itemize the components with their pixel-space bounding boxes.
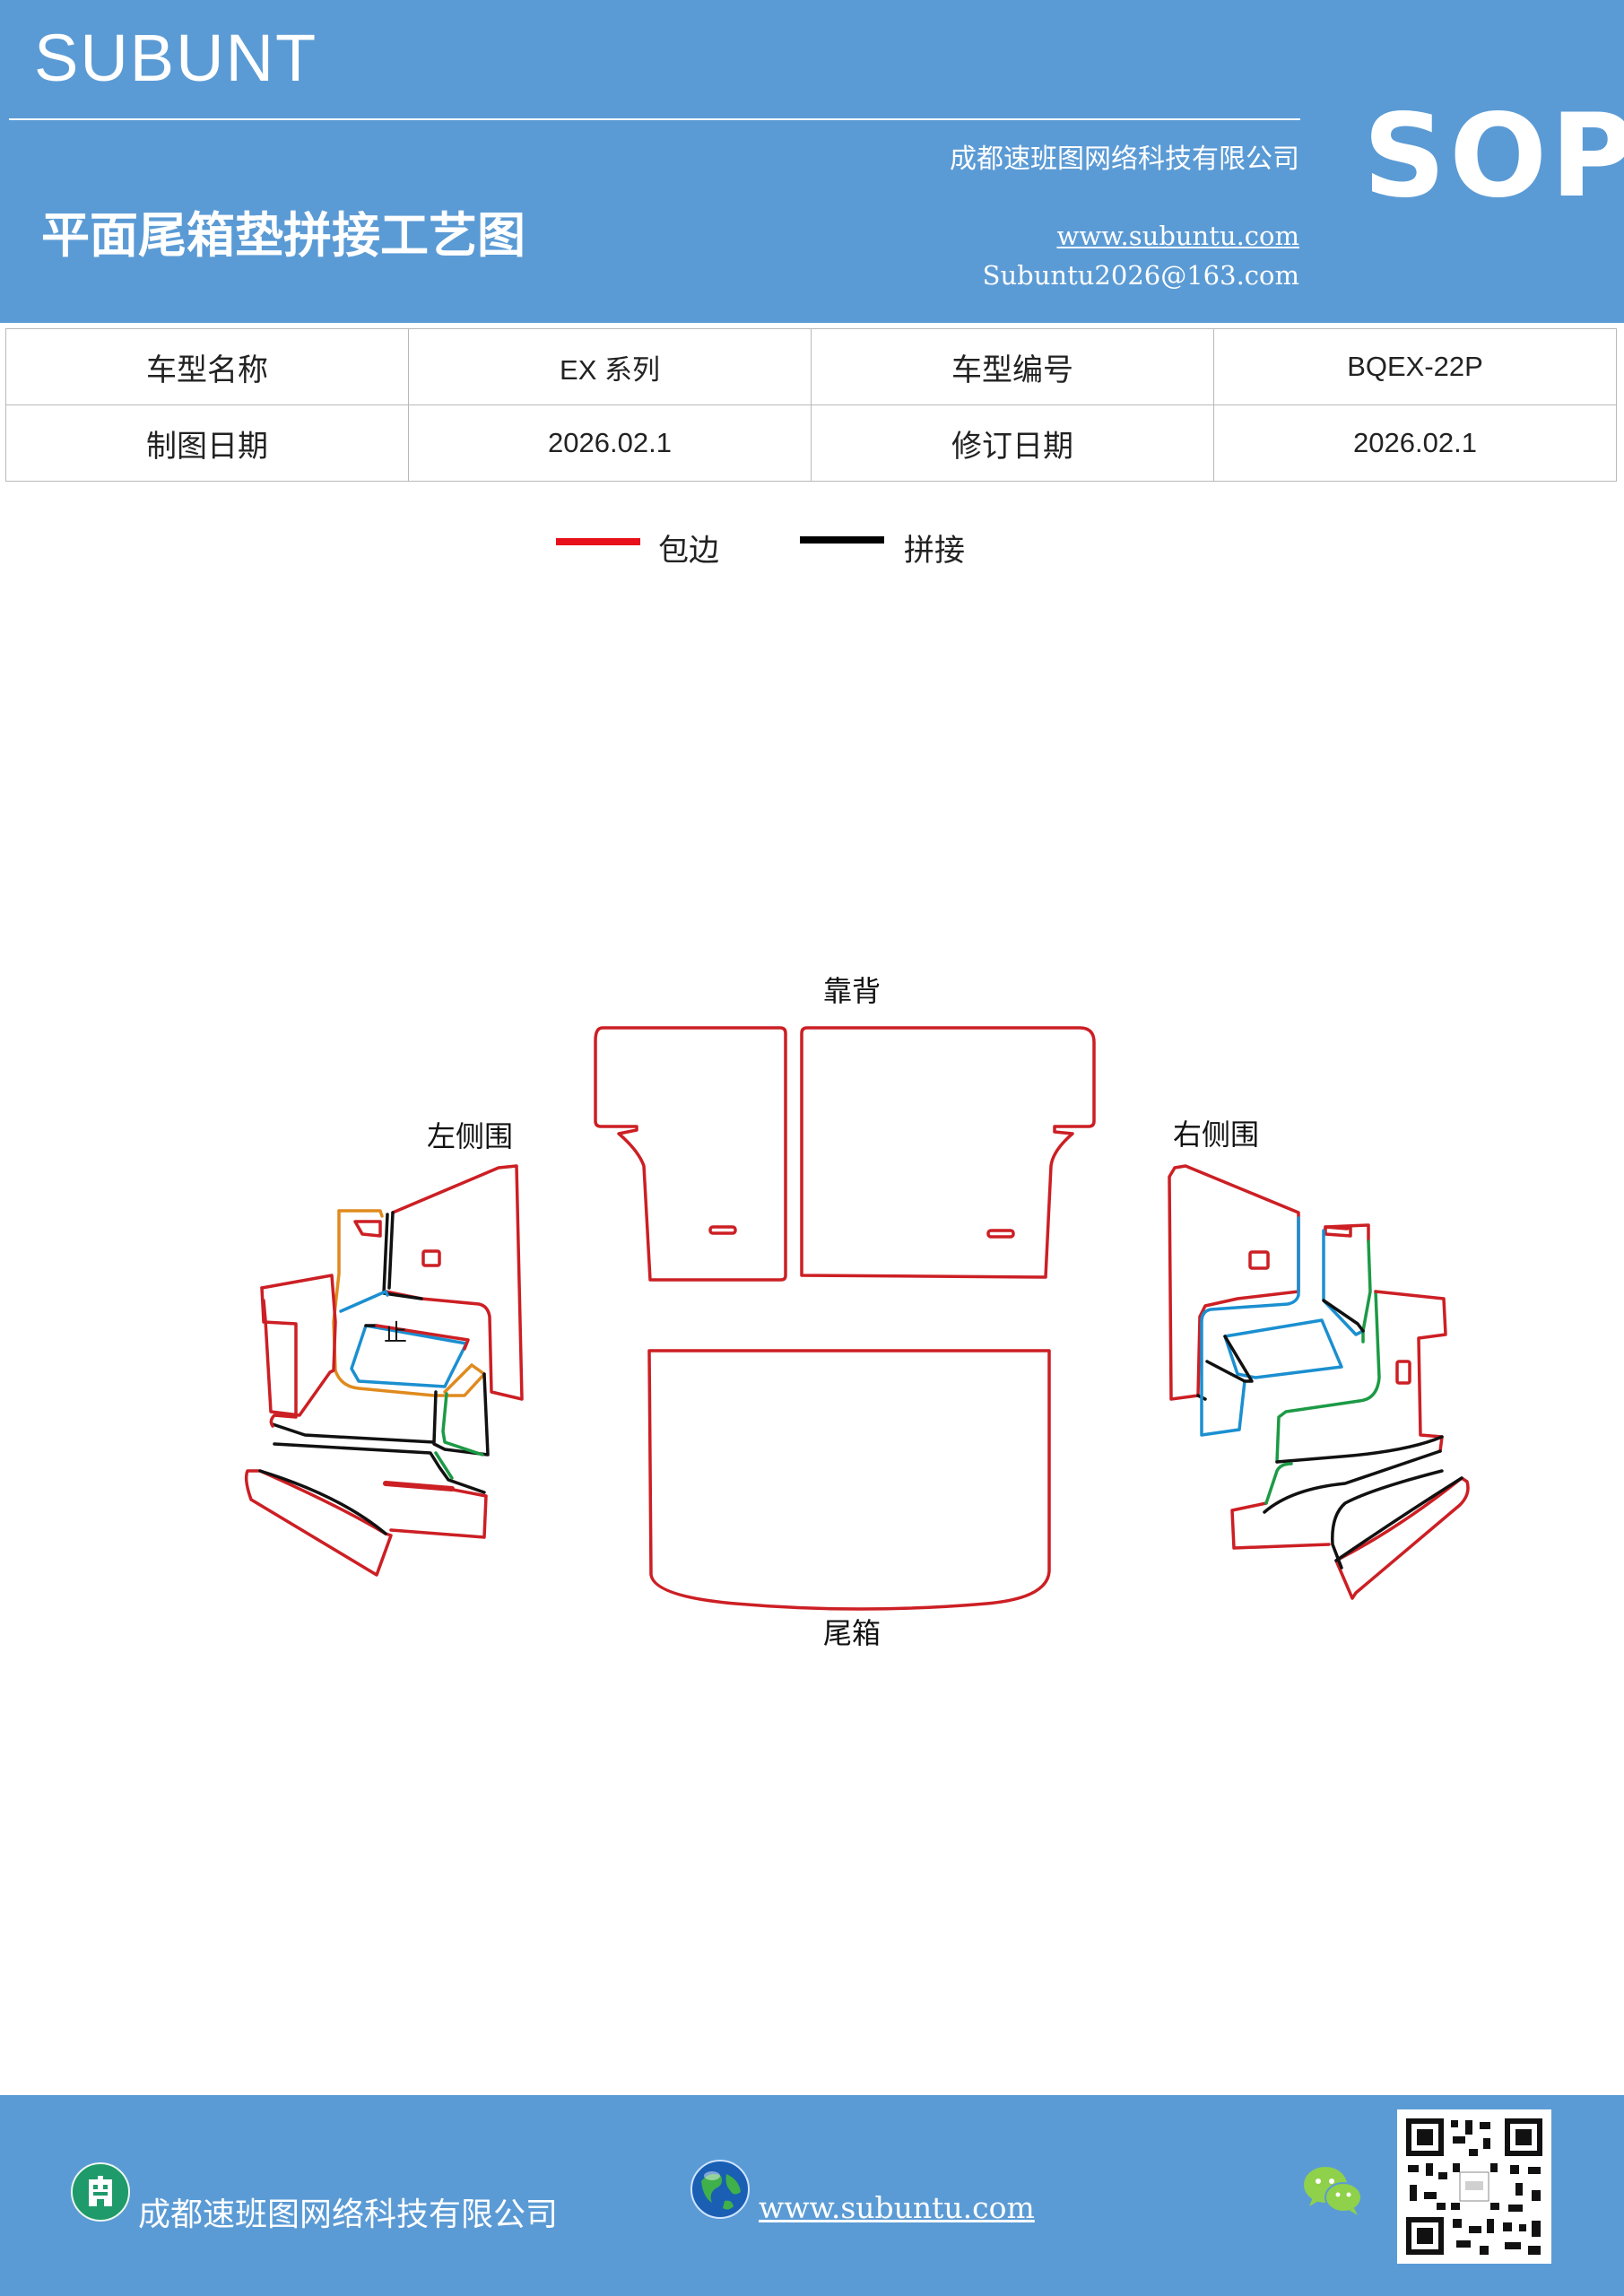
legend-label-edge: 包边 (658, 533, 719, 569)
label-backrest: 靠背 (823, 974, 881, 1008)
right-green-2 (1275, 1290, 1381, 1464)
right-seam-5 (1334, 1476, 1463, 1562)
label-mark: 止 (384, 1320, 408, 1347)
left-seam-3 (271, 1390, 438, 1444)
left-inner-blue (350, 1324, 468, 1388)
trunk-floor-piece (647, 1349, 1051, 1611)
table-cell: 2026.02.1 (408, 404, 812, 482)
table-cell: 修订日期 (811, 404, 1214, 482)
company-name: 成都速班图网络科技有限公司 (950, 144, 1299, 175)
left-panel-orange (332, 1209, 486, 1397)
table-cell: 2026.02.1 (1213, 404, 1617, 482)
right-outer-slot (1395, 1360, 1411, 1385)
right-seam-2 (1322, 1299, 1365, 1333)
legend-label-seam: 拼接 (904, 533, 965, 569)
backrest-left-piece (594, 1026, 787, 1282)
right-inner-blue (1223, 1318, 1343, 1379)
info-table: 车型名称 EX 系列 车型编号 BQEX-22P 制图日期 2026.02.1 … (5, 328, 1617, 482)
table-row: 车型名称 EX 系列 车型编号 BQEX-22P (5, 328, 1617, 405)
qr-code[interactable] (1397, 2109, 1551, 2264)
right-bottom-tab (1230, 1501, 1331, 1550)
table-cell: EX 系列 (408, 328, 812, 405)
email-address: Subuntu2026@163.com (982, 260, 1299, 291)
left-panel-slot (421, 1249, 441, 1267)
right-blue-top (1324, 1223, 1370, 1243)
table-cell: 车型名称 (5, 328, 409, 405)
left-inner-edge (375, 1324, 470, 1351)
label-left-side: 左侧围 (427, 1119, 514, 1153)
right-panel-blue (1200, 1216, 1300, 1437)
right-inner-seam (1205, 1335, 1254, 1383)
right-blue-2 (1322, 1229, 1365, 1336)
header-banner: SUBUNT 成都速班图网络科技有限公司 平面尾箱垫拼接工艺图 www.subu… (0, 0, 1624, 325)
right-seam-3 (1275, 1435, 1444, 1464)
legend-swatch-seam (800, 536, 884, 544)
footer-company: 成都速班图网络科技有限公司 (138, 2196, 559, 2233)
label-trunk: 尾箱 (823, 1616, 881, 1650)
right-green-1 (1361, 1239, 1372, 1344)
splice-diagram (244, 1026, 1470, 1611)
backrest-right-piece (800, 1026, 1096, 1279)
sop-badge: SOP (1363, 90, 1624, 223)
right-seam-6 (1331, 1469, 1444, 1570)
left-panel-upper (384, 1164, 524, 1401)
table-cell: 车型编号 (811, 328, 1214, 405)
left-tab (353, 1220, 382, 1238)
left-panel-blue (339, 1290, 389, 1313)
right-tab (1324, 1225, 1352, 1238)
header-divider (9, 118, 1300, 120)
building-icon (71, 2162, 130, 2222)
left-red-bar (383, 1481, 455, 1492)
left-seam-4 (432, 1372, 490, 1457)
left-green-2 (434, 1451, 454, 1480)
table-cell: BQEX-22P (1213, 328, 1617, 405)
right-seam-4 (1263, 1449, 1442, 1514)
page-title: 平面尾箱垫拼接工艺图 (41, 206, 525, 264)
left-seam-5 (273, 1442, 486, 1494)
left-seam-6 (258, 1469, 387, 1535)
table-cell: 制图日期 (5, 404, 409, 482)
backrest-left-slot (708, 1225, 737, 1235)
left-panel-orange-2 (337, 1209, 384, 1218)
website-link[interactable]: www.subuntu.com (1056, 221, 1299, 251)
left-outer-tip (260, 1286, 298, 1428)
footer-website-link[interactable]: www.subuntu.com (759, 2190, 1035, 2225)
right-panel-upper (1168, 1164, 1300, 1401)
right-green-3 (1264, 1462, 1293, 1505)
backrest-right-slot (986, 1229, 1015, 1239)
left-seam-1 (387, 1211, 395, 1290)
label-right-side: 右侧围 (1173, 1118, 1260, 1152)
left-bottom-tab (389, 1487, 488, 1539)
right-lower-panel (1334, 1476, 1470, 1600)
table-row: 制图日期 2026.02.1 修订日期 2026.02.1 (5, 404, 1617, 482)
left-outer-panel (260, 1274, 337, 1417)
legend-swatch-edge (556, 538, 640, 545)
left-green-1 (441, 1392, 484, 1457)
right-panel-slot (1248, 1250, 1270, 1270)
wechat-icon[interactable] (1302, 2163, 1365, 2219)
globe-icon (690, 2160, 750, 2219)
brand-name: SUBUNT (34, 21, 318, 95)
